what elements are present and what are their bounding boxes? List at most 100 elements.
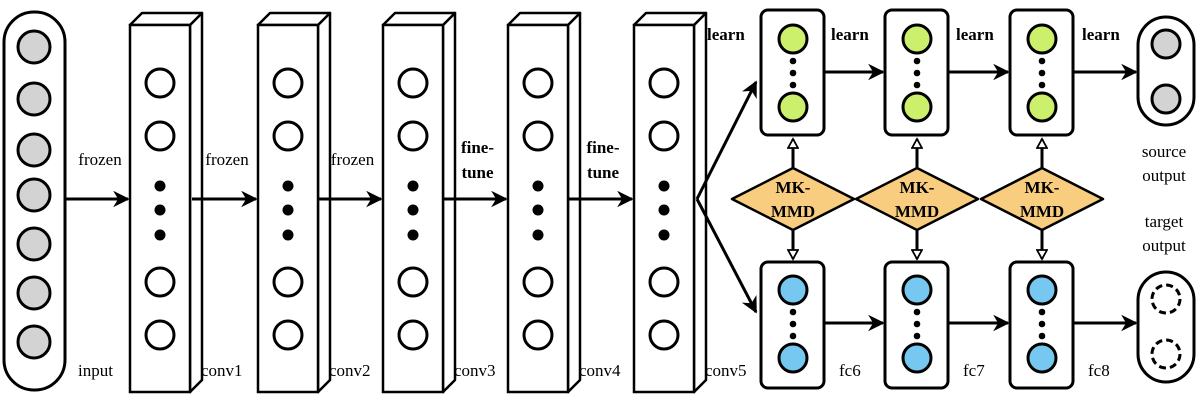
ellipsis-dot xyxy=(1038,332,1046,340)
fc-source-layer: learn xyxy=(956,8,1075,137)
mk-mmd-diamond xyxy=(979,166,1105,232)
fc-target-node xyxy=(901,274,933,306)
fc-source-node xyxy=(1026,23,1058,55)
target-output-label-line1: target xyxy=(1145,212,1184,231)
edge-label: frozen xyxy=(78,150,122,169)
fc-label: fc6 xyxy=(839,361,861,380)
conv-node xyxy=(144,319,176,351)
conv-node xyxy=(397,67,429,99)
mk-mmd-diamond xyxy=(854,166,980,232)
conv-layer-top xyxy=(632,11,708,27)
mk-mmd-diamond xyxy=(730,166,856,232)
learn-label: learn xyxy=(707,25,745,44)
input-node xyxy=(16,226,52,262)
ellipsis-dot xyxy=(789,308,797,316)
ellipsis-dot xyxy=(913,69,921,77)
ellipsis-dot xyxy=(407,229,419,241)
ellipsis-dot xyxy=(282,204,294,216)
fc-target-node xyxy=(777,342,809,374)
branch-arrow-source xyxy=(695,80,758,200)
fc-source-layer: learn xyxy=(831,8,950,137)
edge-label-line2: tune xyxy=(461,163,494,182)
mk-mmd-node: MK- MMD xyxy=(730,139,856,259)
source-output: source output xyxy=(1136,15,1196,185)
conv-layer: conv2 xyxy=(256,11,371,394)
conv-layer-side xyxy=(441,11,457,394)
ellipsis-dot xyxy=(658,229,670,241)
ellipsis-dot xyxy=(532,180,544,192)
conv-label: conv1 xyxy=(201,361,243,380)
conv-layer-side xyxy=(566,11,582,394)
fc-source-node xyxy=(777,91,809,123)
learn-label: learn xyxy=(1082,25,1120,44)
layer-edge: fine-tune xyxy=(443,138,508,208)
fc-source-layer: learn xyxy=(707,8,826,137)
ellipsis-dot xyxy=(1038,81,1046,89)
ellipsis-dot xyxy=(282,180,294,192)
target-output: target output xyxy=(1136,212,1196,384)
ellipsis-dot xyxy=(1038,57,1046,65)
ellipsis-dot xyxy=(913,57,921,65)
source-output-label-line2: output xyxy=(1142,166,1186,185)
ellipsis-dot xyxy=(154,204,166,216)
input-node xyxy=(16,81,52,117)
conv-label: conv5 xyxy=(705,361,747,380)
conv-label: conv4 xyxy=(579,361,621,380)
ellipsis-dot xyxy=(913,320,921,328)
mk-mmd-label-line2: MMD xyxy=(771,202,815,221)
target-output-label-line2: output xyxy=(1142,236,1186,255)
ellipsis-dot xyxy=(407,204,419,216)
fc-label: fc8 xyxy=(1088,361,1110,380)
mk-mmd-label-line1: MK- xyxy=(1025,178,1060,197)
fc-target-node xyxy=(777,274,809,306)
fc-source-node xyxy=(777,23,809,55)
ellipsis-dot xyxy=(913,332,921,340)
fc-target-node xyxy=(1026,274,1058,306)
fc-source-node xyxy=(1026,91,1058,123)
ellipsis-dot xyxy=(789,69,797,77)
conv-layer-top xyxy=(381,11,457,27)
branch-arrow-target xyxy=(695,198,758,314)
input-node xyxy=(16,275,52,311)
layer-edge: fine-tune xyxy=(568,138,634,208)
ellipsis-dot xyxy=(789,332,797,340)
conv-layer-side xyxy=(316,11,332,394)
ellipsis-dot xyxy=(407,180,419,192)
conv-layer: conv3 xyxy=(381,11,496,394)
edge-label: frozen xyxy=(205,150,249,169)
conv-layer: conv4 xyxy=(506,11,621,394)
conv-node xyxy=(648,266,680,298)
ellipsis-dot xyxy=(1038,308,1046,316)
conv-node xyxy=(648,67,680,99)
ellipsis-dot xyxy=(532,204,544,216)
ellipsis-dot xyxy=(789,81,797,89)
target-output-node xyxy=(1150,283,1182,315)
conv-layer: conv1 xyxy=(128,11,243,394)
ellipsis-dot xyxy=(658,204,670,216)
ellipsis-dot xyxy=(658,180,670,192)
conv-node xyxy=(522,120,554,152)
fc-target-node xyxy=(1026,342,1058,374)
ellipsis-dot xyxy=(789,320,797,328)
edge-label-line2: tune xyxy=(587,163,620,182)
conv-node xyxy=(397,120,429,152)
conv-label: conv3 xyxy=(454,361,496,380)
layer-edge: frozen xyxy=(66,150,130,208)
mk-mmd-node: MK- MMD xyxy=(979,139,1105,259)
edge-label-line1: fine- xyxy=(586,138,619,157)
mk-mmd-node: MK-MMD xyxy=(854,139,980,259)
input-layer: input xyxy=(2,10,113,392)
ellipsis-dot xyxy=(1038,320,1046,328)
source-output-node xyxy=(1150,83,1182,115)
mk-mmd-label-line1: MK- xyxy=(900,178,935,197)
ellipsis-dot xyxy=(1038,69,1046,77)
mk-mmd-label-line2: MMD xyxy=(1020,202,1064,221)
mk-mmd-label-line1: MK- xyxy=(776,178,811,197)
conv-layer-top xyxy=(256,11,332,27)
conv-node xyxy=(397,266,429,298)
input-label: input xyxy=(78,361,113,380)
conv-node xyxy=(397,319,429,351)
ellipsis-dot xyxy=(282,229,294,241)
layer-edge: frozen xyxy=(318,150,383,208)
